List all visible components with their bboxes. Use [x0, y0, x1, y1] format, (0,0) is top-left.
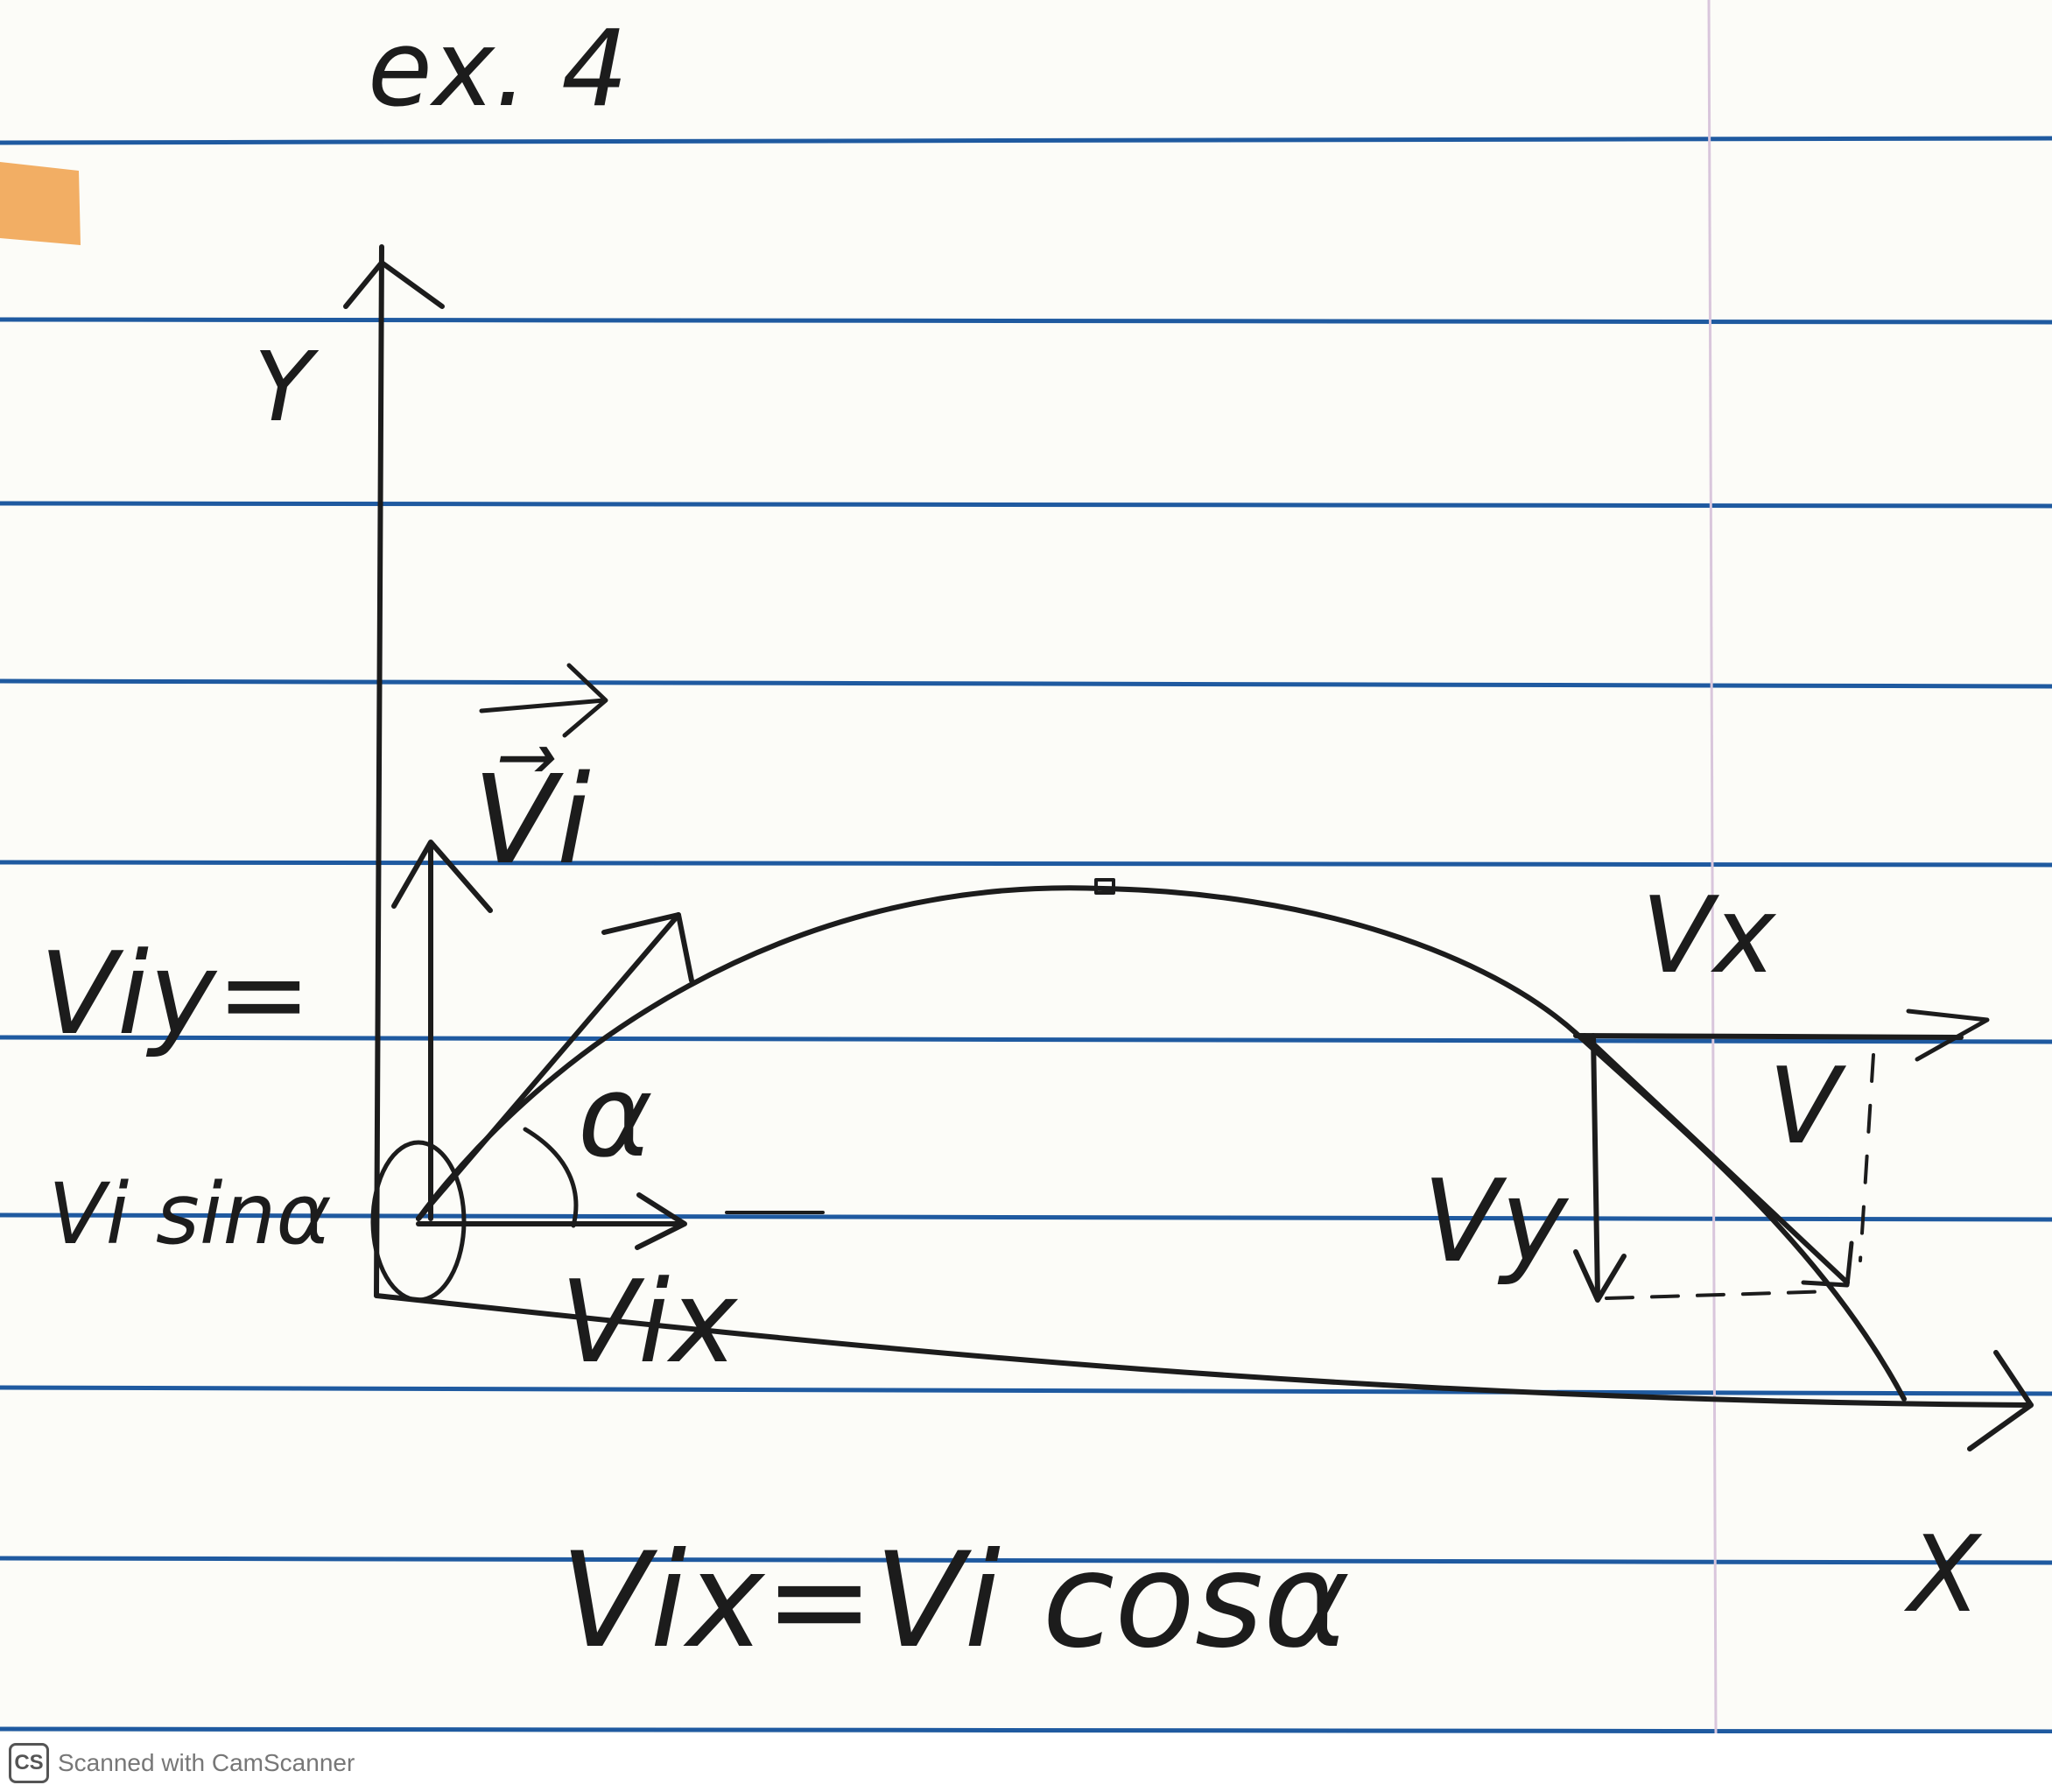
- x-axis: [374, 1293, 2034, 1408]
- tape-mark: [0, 162, 81, 245]
- vix-equation: Vix=Vi cosα: [560, 1525, 1350, 1677]
- vi-vector: [416, 912, 681, 1221]
- y-axis-arrow: [343, 260, 445, 309]
- projectile-diagram: ex. 4 Y X V⃗i α Viy= Vi sinα Vix Vx V Vy…: [0, 0, 2052, 1733]
- y-axis: [374, 244, 384, 1298]
- vy-end-vector: [1591, 1033, 1600, 1298]
- viy-value-label: Vi sinα: [48, 1165, 332, 1263]
- vi-label: V⃗i: [473, 747, 591, 892]
- v-end-label: V: [1768, 1046, 1847, 1168]
- dashed-right: [1859, 1053, 1875, 1262]
- v-end-vector: [1582, 1033, 1850, 1285]
- ruled-lines: [0, 136, 2052, 1733]
- vi-overarrow: [479, 663, 608, 738]
- x-axis-label: X: [1903, 1514, 1983, 1636]
- dashed-bottom: [1605, 1290, 1836, 1300]
- alpha-arc: [523, 1127, 579, 1228]
- vix-vector-arrow: [635, 1192, 687, 1250]
- vx-end-vector: [1573, 1033, 1964, 1040]
- apex-mark: [1094, 878, 1115, 895]
- margin-line: [1707, 0, 1718, 1733]
- vi-vector-arrow: [601, 912, 694, 983]
- scanner-footer: CS Scanned with CamScanner: [0, 1733, 2052, 1792]
- vx-top-label: Vx: [1641, 875, 1777, 997]
- v-end-arrow: [1801, 1240, 1854, 1288]
- alpha-label: α: [578, 1050, 653, 1183]
- y-axis-label: Y: [254, 331, 320, 443]
- title-text: ex. 4: [368, 9, 628, 130]
- vix-under-label: Vix: [560, 1255, 739, 1388]
- vy-end-arrow: [1573, 1249, 1627, 1303]
- viy-prefix-label: Viy=: [39, 927, 312, 1060]
- footer-text: Scanned with CamScanner: [58, 1748, 355, 1776]
- vx-end-arrow: [1906, 1008, 1990, 1062]
- camscanner-logo: CS: [9, 1742, 49, 1783]
- viy-vector-arrow: [391, 840, 493, 913]
- x-axis-arrow: [1967, 1350, 2034, 1451]
- vy-end-label: Vy: [1423, 1155, 1570, 1288]
